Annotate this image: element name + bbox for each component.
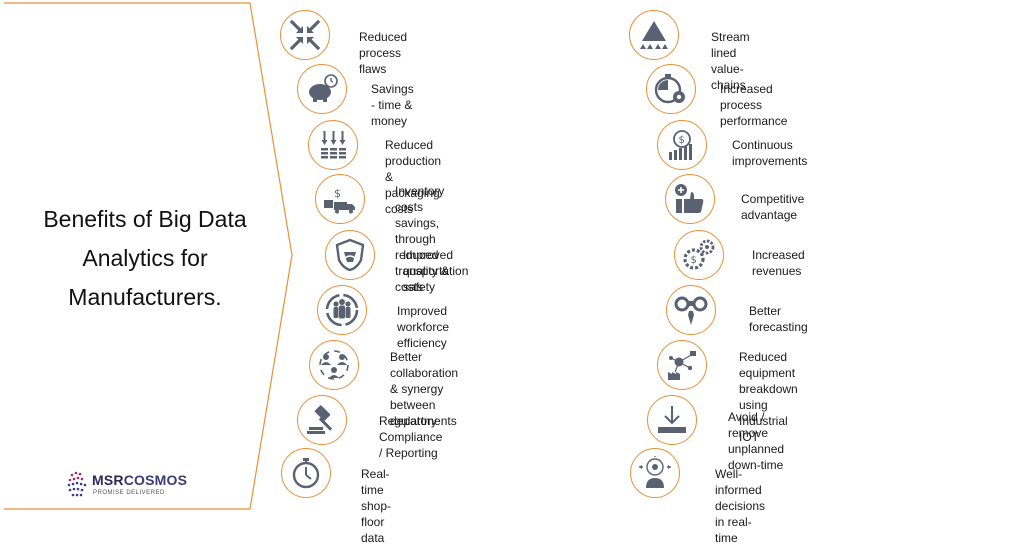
- chevron-frame: [4, 2, 293, 510]
- logo-wordmark: MSRCOSMOS: [92, 472, 188, 488]
- icon-circle: [646, 64, 696, 114]
- svg-text:$: $: [691, 255, 697, 266]
- benefit-label: Reduced equipment breakdown using Indust…: [739, 350, 798, 444]
- logo-tagline: PROMISE DELIVERED: [93, 490, 165, 496]
- dollar-gears-icon: $: [683, 239, 715, 270]
- binoculars-icon: [674, 296, 708, 325]
- icon-circle: [630, 448, 680, 498]
- benefit-label: Improved workforce efficiency: [397, 304, 450, 350]
- benefit-label: Continuous improvements: [732, 138, 808, 168]
- icon-circle: [665, 174, 715, 224]
- benefit-label: Increased process performance: [720, 82, 788, 128]
- icon-circle: [666, 285, 716, 335]
- download-tray-icon: [658, 406, 686, 433]
- piggy-bank-clock-icon: [309, 74, 338, 102]
- gear-timer-icon: [654, 74, 685, 104]
- workforce-icon: [325, 293, 359, 327]
- icon-circle: [297, 64, 347, 114]
- icon-circle: [297, 395, 347, 445]
- benefit-label: Savings - time & money: [371, 82, 414, 128]
- benefit-label: Competitive advantage: [741, 192, 805, 222]
- benefit-label: Well-informed decisions in real-time: [715, 467, 766, 545]
- icon-circle: [657, 340, 707, 390]
- coins-down-icon: [321, 131, 346, 159]
- icon-circle: $: [315, 174, 365, 224]
- icon-circle: [280, 10, 330, 60]
- delivery-truck-icon: $: [324, 187, 355, 214]
- iot-network-icon: [668, 351, 696, 380]
- benefit-label: Improved quality & safety: [403, 248, 454, 294]
- icon-circle: [647, 395, 697, 445]
- pyramid-icon: [640, 21, 668, 49]
- benefit-label: Real-time shop-floor data: [361, 467, 392, 545]
- page-title: Benefits of Big Data Analytics for Manuf…: [43, 206, 247, 310]
- icon-circle: $: [674, 230, 724, 280]
- icon-circle: [309, 340, 359, 390]
- collaboration-icon: [319, 350, 349, 380]
- logo-globe-icon: [67, 471, 87, 497]
- benefit-label: Stream lined value-chains: [711, 30, 750, 92]
- svg-text:$: $: [334, 187, 341, 200]
- benefit-label: Increased revenues: [752, 248, 805, 278]
- growth-chart-icon: $: [669, 130, 692, 160]
- icon-circle: [317, 285, 367, 335]
- benefit-label: Reduced process flaws: [359, 30, 408, 76]
- benefit-label: Reduced production & packaging costs: [385, 138, 442, 216]
- icon-circle: $: [657, 120, 707, 170]
- gavel-icon: [307, 405, 333, 434]
- msrcosmos-logo: MSRCOSMOS PROMISE DELIVERED: [66, 468, 206, 504]
- icon-circle: [325, 230, 375, 280]
- benefit-label: Inventory costs savings, through reduced…: [395, 184, 469, 294]
- benefit-label: Better collaboration & synergy between d…: [390, 350, 459, 428]
- benefit-label: Better forecasting: [749, 304, 808, 334]
- benefit-label: Avoid / remove unplanned down-time: [728, 410, 785, 472]
- benefit-label: Regulatory Compliance / Reporting: [379, 414, 443, 460]
- stopwatch-icon: [292, 458, 320, 489]
- decision-icon: [639, 456, 671, 488]
- quality-shield-icon: [335, 238, 365, 272]
- arrows-inward-icon: [289, 19, 321, 51]
- icon-circle: [629, 10, 679, 60]
- icon-circle: [281, 448, 331, 498]
- thumbs-up-icon: [675, 184, 704, 213]
- icon-circle: [308, 120, 358, 170]
- svg-text:$: $: [679, 135, 685, 146]
